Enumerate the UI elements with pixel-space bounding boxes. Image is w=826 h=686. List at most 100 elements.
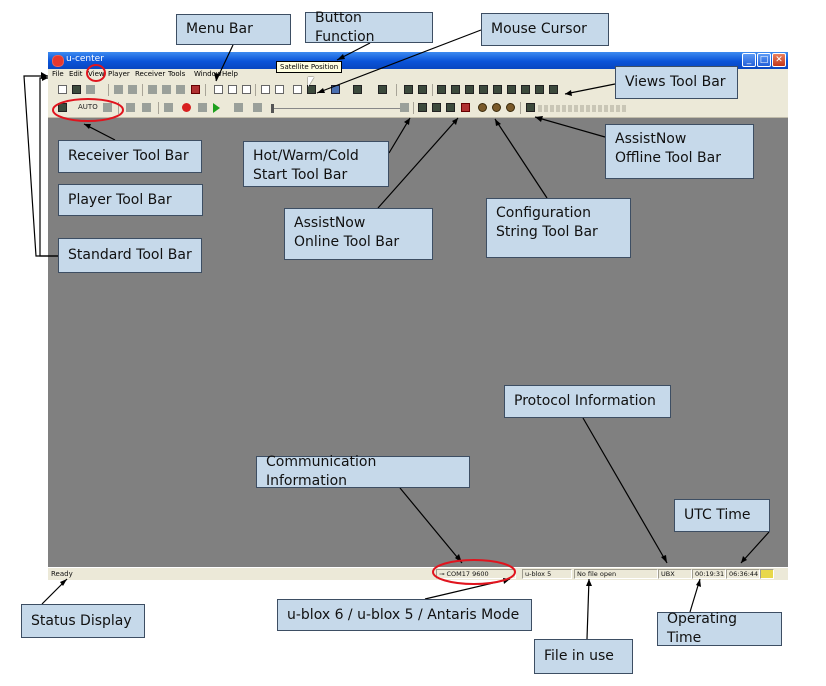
communication-info-pane[interactable]: ⊸ COM17 9600 <box>436 569 516 579</box>
toolbar-separator <box>142 84 143 96</box>
callout-assistnow-online: AssistNow Online Tool Bar <box>284 208 433 260</box>
assistnow-offline-icon[interactable] <box>526 103 535 112</box>
fast-forward-icon[interactable] <box>234 103 243 112</box>
protocol-info-pane: UBX <box>658 569 692 579</box>
views-toolbar-icon[interactable] <box>404 85 413 94</box>
player-position-slider[interactable] <box>273 108 403 109</box>
views-toolbar-icon[interactable] <box>418 85 427 94</box>
views-toolbar-icon[interactable] <box>535 85 544 94</box>
close-button[interactable]: ✕ <box>772 53 786 67</box>
views-toolbar-icon[interactable] <box>465 85 474 94</box>
callout-operating-time: Operating Time <box>657 611 782 646</box>
toolbar-separator <box>520 102 521 114</box>
toolbar-separator <box>255 84 256 96</box>
menu-edit[interactable]: Edit <box>69 70 83 78</box>
arrowhead <box>696 579 701 587</box>
pause-icon[interactable] <box>164 103 173 112</box>
print-preview-icon[interactable] <box>128 85 137 94</box>
connection-icon[interactable] <box>58 103 67 112</box>
toolbar-separator <box>432 84 433 96</box>
maximize-button[interactable]: □ <box>757 53 771 67</box>
callout-button-function: Button Function <box>305 10 433 45</box>
minimize-button[interactable]: _ <box>742 53 756 67</box>
callout-file-in-use: File in use <box>534 639 633 674</box>
deviation-map-icon[interactable] <box>331 85 340 94</box>
arrow-status-display <box>41 578 68 605</box>
autobauding-icon[interactable] <box>103 103 112 112</box>
arrowhead <box>41 72 48 79</box>
config-string-icon[interactable] <box>506 103 515 112</box>
copy-icon[interactable] <box>162 85 171 94</box>
rewind-icon[interactable] <box>253 103 262 112</box>
mouse-cursor-icon <box>308 77 314 87</box>
doc-view-icon[interactable] <box>242 85 251 94</box>
views-toolbar-icon[interactable] <box>479 85 488 94</box>
callout-hot-warm-cold: Hot/Warm/Cold Start Tool Bar <box>243 141 389 187</box>
warm-start-icon[interactable] <box>432 103 441 112</box>
config-string-icon[interactable] <box>478 103 487 112</box>
callout-menu-bar: Menu Bar <box>176 14 291 45</box>
menu-help[interactable]: Help <box>222 70 238 78</box>
receiver-player-toolbar: AUTO <box>48 99 788 118</box>
new-file-icon[interactable] <box>58 85 67 94</box>
print-icon[interactable] <box>114 85 123 94</box>
histogram-icon[interactable] <box>378 85 387 94</box>
ucenter-app-icon <box>52 55 64 67</box>
cut-icon[interactable] <box>148 85 157 94</box>
status-display-text: Ready <box>51 570 73 578</box>
file-in-use-pane: No file open <box>574 569 658 579</box>
receiver-mode-pane: u-blox 5 <box>522 569 572 579</box>
hot-start-icon[interactable] <box>418 103 427 112</box>
toolbar-separator <box>108 84 109 96</box>
menu-view[interactable]: View <box>88 70 105 78</box>
views-toolbar-icon[interactable] <box>521 85 530 94</box>
record-icon[interactable] <box>182 103 191 112</box>
menu-receiver[interactable]: Receiver <box>135 70 166 78</box>
step-forward-icon[interactable] <box>198 103 207 112</box>
connection-plug-icon: ⊸ <box>439 570 447 578</box>
toolbar-separator <box>118 102 119 114</box>
menu-file[interactable]: File <box>52 70 64 78</box>
callout-utc-time: UTC Time <box>674 499 770 532</box>
go-to-end-icon[interactable] <box>400 103 409 112</box>
callout-player-toolbar: Player Tool Bar <box>58 184 203 216</box>
slider-thumb[interactable] <box>271 104 274 113</box>
baud-rate-select[interactable]: AUTO <box>78 103 98 111</box>
doc-view-icon[interactable] <box>228 85 237 94</box>
views-toolbar-icon[interactable] <box>437 85 446 94</box>
save-icon[interactable] <box>72 85 81 94</box>
menu-player[interactable]: Player <box>108 70 130 78</box>
views-toolbar-icon[interactable] <box>549 85 558 94</box>
views-toolbar-icon[interactable] <box>451 85 460 94</box>
play-icon[interactable] <box>213 103 220 113</box>
chart-view-icon[interactable] <box>353 85 362 94</box>
views-toolbar-icon[interactable] <box>493 85 502 94</box>
views-toolbar-icon[interactable] <box>507 85 516 94</box>
eject-icon[interactable] <box>126 103 135 112</box>
menu-tools[interactable]: Tools <box>168 70 186 78</box>
callout-receiver-toolbar: Receiver Tool Bar <box>58 140 202 173</box>
about-icon[interactable] <box>191 85 200 94</box>
toolbar-separator <box>205 84 206 96</box>
assistnow-online-icon[interactable] <box>461 103 470 112</box>
operating-time-pane: 00:19:31 <box>692 569 726 579</box>
callout-mouse-cursor: Mouse Cursor <box>481 13 609 46</box>
assistnow-offline-progress <box>538 105 628 112</box>
open-folder-icon[interactable] <box>86 85 95 94</box>
toolbar-separator <box>396 84 397 96</box>
button-function-tooltip: Satellite Position <box>276 61 343 73</box>
tile-icon[interactable] <box>261 85 270 94</box>
cascade-icon[interactable] <box>275 85 284 94</box>
cold-start-icon[interactable] <box>446 103 455 112</box>
arrow-ublox-mode <box>424 578 511 600</box>
doc-view-icon[interactable] <box>214 85 223 94</box>
callout-communication-info: Communication Information <box>256 454 470 489</box>
menu-window[interactable]: Window <box>194 70 222 78</box>
toolbar-separator <box>158 102 159 114</box>
window-title: u-center <box>66 54 104 64</box>
config-string-icon[interactable] <box>492 103 501 112</box>
stop-icon[interactable] <box>142 103 151 112</box>
arrow-operating-time <box>689 578 701 613</box>
text-console-icon[interactable] <box>293 85 302 94</box>
paste-icon[interactable] <box>176 85 185 94</box>
